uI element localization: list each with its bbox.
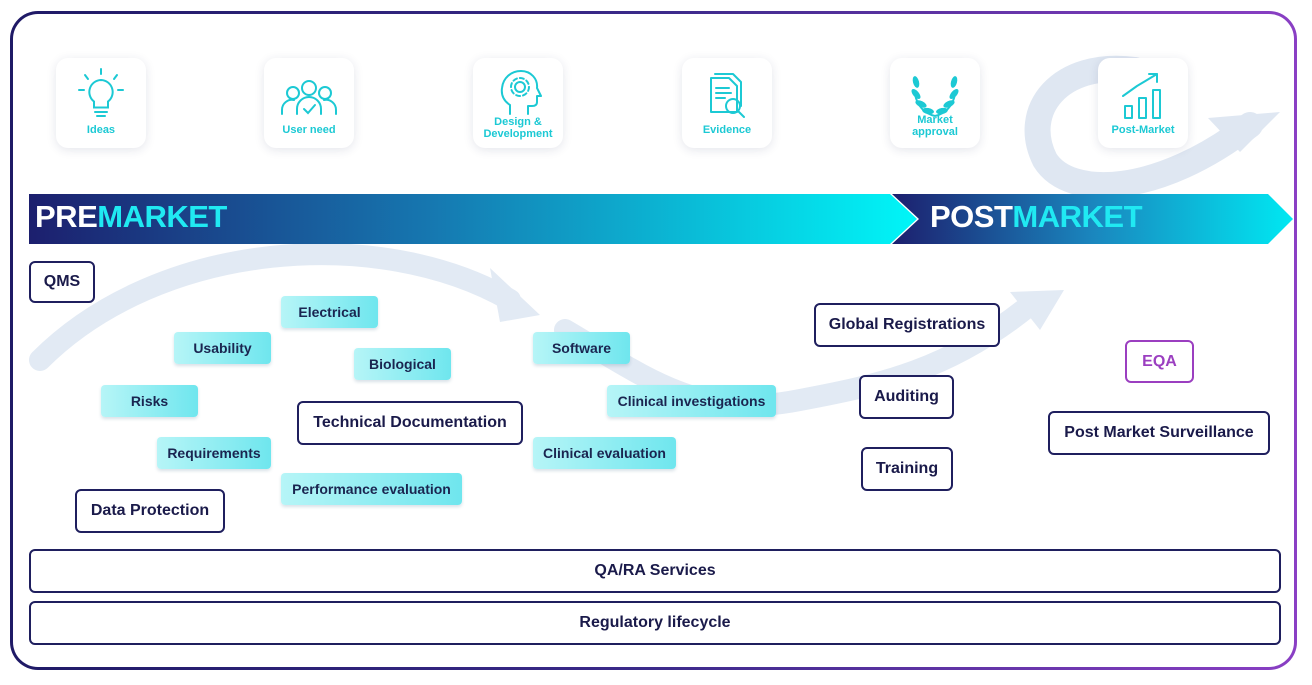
premarket-arrow <box>29 194 917 244</box>
usability-chip: Usability <box>174 332 271 364</box>
post-market-surveillance-box: Post Market Surveillance <box>1048 411 1270 455</box>
growth-chart-icon <box>1122 73 1161 119</box>
icon-card-user-need: User need <box>264 58 354 148</box>
icon-label: User need <box>282 124 336 136</box>
performance-evaluation-chip: Performance evaluation <box>281 473 462 505</box>
icon-label: Evidence <box>702 124 752 136</box>
data-protection-box: Data Protection <box>75 489 225 533</box>
postmarket-label-part2: MARKET <box>1012 199 1143 234</box>
document-search-icon <box>710 73 745 118</box>
premarket-label-part1: PRE <box>35 199 98 234</box>
icon-card-market-approval: Market approval <box>890 58 980 148</box>
laurel-wreath-icon <box>911 76 959 117</box>
users-icon <box>280 80 338 115</box>
clinical-investigations-chip: Clinical investigations <box>607 385 776 417</box>
premarket-label: PREMARKET <box>35 199 227 235</box>
icon-card-ideas: Ideas <box>56 58 146 148</box>
postmarket-label-part1: POST <box>930 199 1013 234</box>
software-chip: Software <box>533 332 630 364</box>
icon-label: Post-Market <box>1111 124 1175 136</box>
training-box: Training <box>861 447 953 491</box>
eqa-box: EQA <box>1125 340 1194 383</box>
head-gear-icon <box>500 70 542 115</box>
regulatory-lifecycle-bar: Regulatory lifecycle <box>29 601 1281 645</box>
clinical-evaluation-chip: Clinical evaluation <box>533 437 676 469</box>
risks-chip: Risks <box>101 385 198 417</box>
qms-box: QMS <box>29 261 95 303</box>
phase-arrow-bar <box>29 194 1293 244</box>
icon-card-post-market: Post-Market <box>1098 58 1188 148</box>
icon-label: Ideas <box>86 124 116 136</box>
requirements-chip: Requirements <box>157 437 271 469</box>
icon-card-evidence: Evidence <box>682 58 772 148</box>
biological-chip: Biological <box>354 348 451 380</box>
icon-label: Market approval <box>912 114 958 138</box>
postmarket-label: POSTMARKET <box>930 199 1143 235</box>
icon-card-design: Design & Development <box>473 58 563 148</box>
postmarket-arrow <box>892 194 1293 244</box>
electrical-chip: Electrical <box>281 296 378 328</box>
global-registrations-box: Global Registrations <box>814 303 1000 347</box>
premarket-label-part2: MARKET <box>97 199 227 234</box>
icon-label: Design & Development <box>483 116 553 140</box>
qa-ra-services-bar: QA/RA Services <box>29 549 1281 593</box>
technical-documentation-box: Technical Documentation <box>297 401 523 445</box>
lightbulb-icon <box>78 68 124 117</box>
auditing-box: Auditing <box>859 375 954 419</box>
